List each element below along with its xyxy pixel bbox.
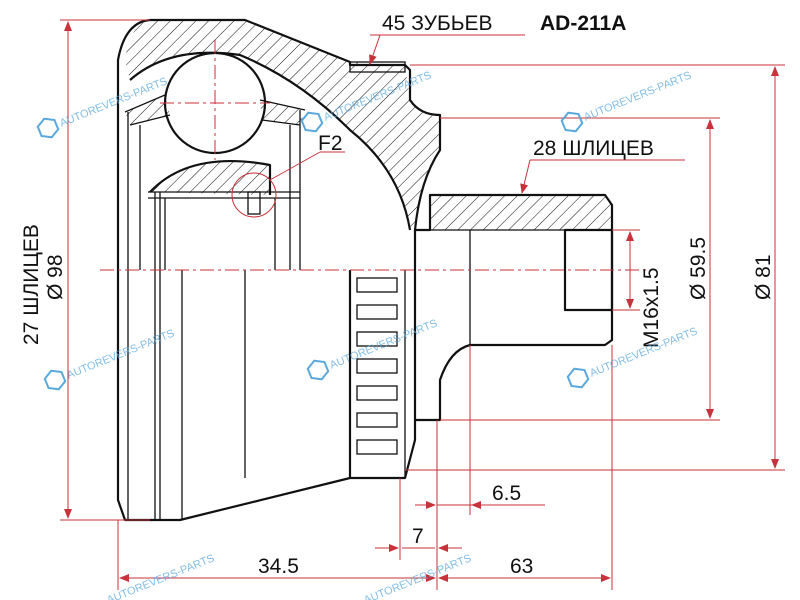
dim-d81: Ø 81 bbox=[752, 254, 775, 300]
watermark: AUTOREVERS-PARTS bbox=[362, 552, 473, 600]
f2-leader bbox=[269, 151, 321, 181]
dim-7: 7 bbox=[412, 525, 424, 548]
svg-text:AUTOREVERS-PARTS: AUTOREVERS-PARTS bbox=[582, 69, 693, 123]
dim-d98: Ø 98 bbox=[44, 254, 67, 300]
outer-teeth-label: 45 ЗУБЬЕВ bbox=[382, 12, 493, 35]
inner-race-hatch bbox=[150, 161, 270, 195]
detail-f2-circle bbox=[231, 172, 277, 218]
svg-text:AUTOREVERS-PARTS: AUTOREVERS-PARTS bbox=[105, 552, 216, 600]
hub-outline bbox=[415, 193, 614, 422]
watermark: AUTOREVERS-PARTS bbox=[105, 552, 216, 600]
dim-63: 63 bbox=[510, 555, 533, 578]
watermark: AUTOREVERS-PARTS bbox=[566, 325, 699, 389]
inner-splines-label: 27 ШЛИЦЕВ bbox=[20, 224, 43, 345]
svg-text:AUTOREVERS-PARTS: AUTOREVERS-PARTS bbox=[362, 552, 473, 600]
housing-outline bbox=[116, 18, 442, 522]
bell-inner-outline bbox=[129, 51, 412, 231]
outer-teeth-band bbox=[349, 61, 406, 73]
thread-label: M16x1.5 bbox=[640, 267, 663, 348]
dim-d59-5: Ø 59.5 bbox=[687, 237, 710, 300]
watermark: AUTOREVERS-PARTS bbox=[560, 69, 693, 133]
cage-hatch bbox=[125, 95, 305, 125]
shaft-splines-label: 28 ШЛИЦЕВ bbox=[533, 137, 654, 160]
detail-f2-label: F2 bbox=[318, 132, 343, 155]
abs-ring bbox=[348, 270, 406, 478]
dim-34-5: 34.5 bbox=[258, 555, 299, 578]
watermark: AUTOREVERS-PARTS bbox=[43, 327, 176, 391]
svg-text:AUTOREVERS-PARTS: AUTOREVERS-PARTS bbox=[328, 317, 439, 371]
shaft-section-hatch bbox=[430, 195, 612, 230]
part-number: AD-211A bbox=[540, 12, 626, 35]
dim-6-5: 6.5 bbox=[492, 482, 521, 505]
watermark: AUTOREVERS-PARTS bbox=[306, 317, 439, 381]
dimension-lines bbox=[60, 19, 785, 590]
